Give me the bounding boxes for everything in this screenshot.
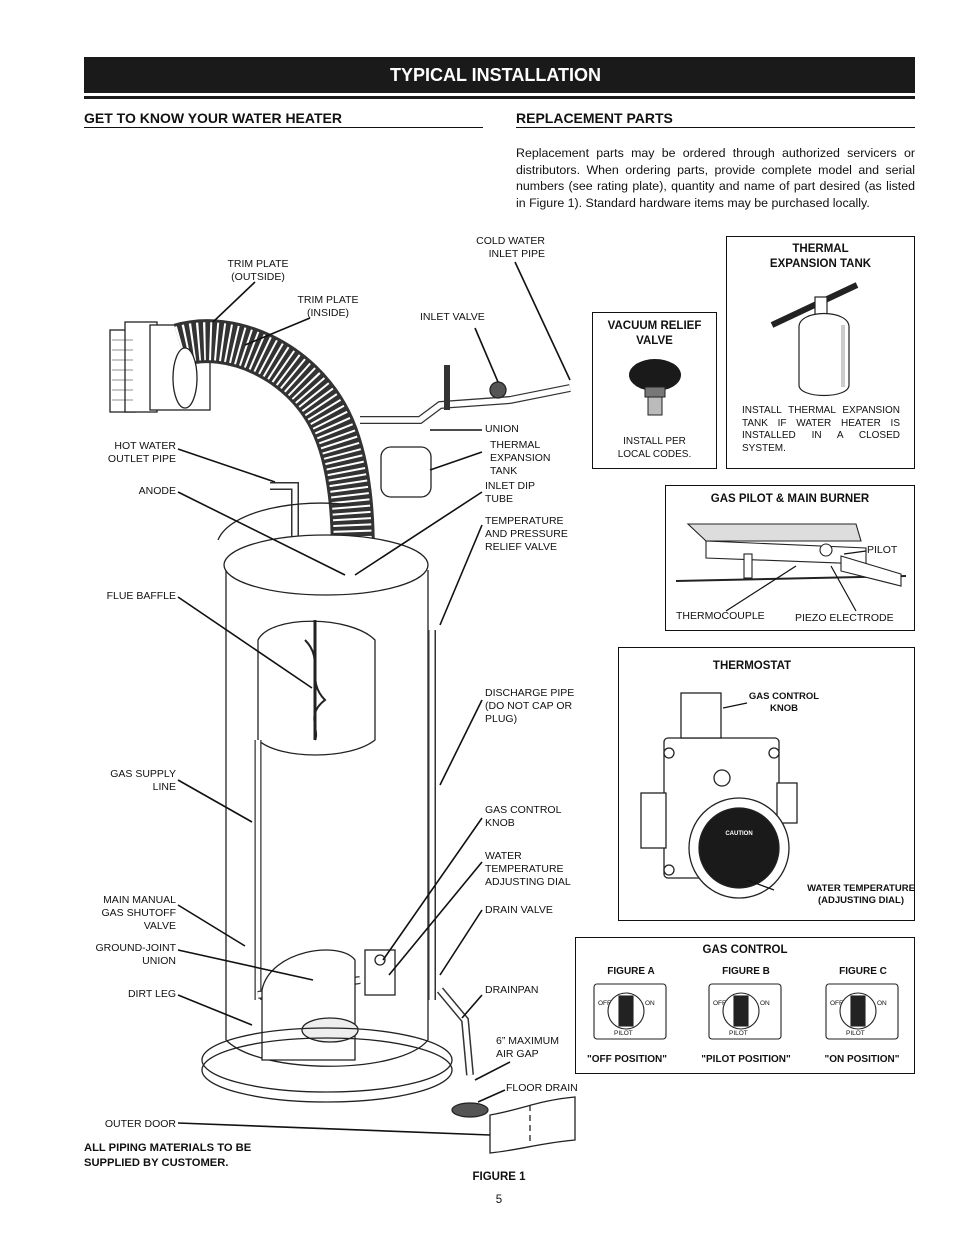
dial-a-off: OFF — [598, 1000, 611, 1007]
label-drain-valve: DRAIN VALVE — [485, 904, 553, 916]
figure-a-label: FIGURE A — [607, 966, 655, 977]
label-discharge: DISCHARGE PIPE (DO NOT CAP OR PLUG) — [485, 687, 575, 725]
label-union: UNION — [485, 423, 519, 435]
label-flue-baffle: FLUE BAFFLE — [106, 590, 176, 602]
page-title: TYPICAL INSTALLATION — [390, 65, 601, 85]
label-inlet-dip: INLET DIP TUBE — [485, 480, 535, 505]
figure-c-label: FIGURE C — [839, 966, 887, 977]
vacuum-relief-box: VACUUM RELIEF VALVE INSTALL PER LOCAL CO… — [592, 312, 717, 469]
label-inlet-valve: INLET VALVE — [420, 311, 485, 323]
vacuum-box-title: VACUUM RELIEF VALVE — [607, 320, 702, 347]
vacuum-valve-icon — [629, 359, 681, 416]
figure-b-caption: "PILOT POSITION" — [701, 1054, 791, 1065]
label-anode: ANODE — [138, 485, 176, 497]
dial-b-on: ON — [760, 1000, 770, 1007]
gas-control-dials — [593, 983, 899, 1040]
label-cold-water: COLD WATER INLET PIPE — [476, 235, 545, 260]
pilot-burner-box: GAS PILOT & MAIN BURNER PILOT THERMOCOUP… — [665, 485, 915, 631]
dial-c-off: OFF — [830, 1000, 843, 1007]
figure-a-caption: "OFF POSITION" — [586, 1054, 668, 1065]
label-thermal-tank: THERMAL EXPANSION TANK — [490, 439, 551, 477]
thermal-box-note: INSTALL THERMAL EXPANSION TANK IF WATER … — [742, 405, 900, 454]
page-number: 5 — [495, 1194, 503, 1206]
section-heading-right: REPLACEMENT PARTS — [516, 110, 915, 128]
vacuum-box-note: INSTALL PER LOCAL CODES. — [617, 436, 692, 460]
label-trim-inside: TRIM PLATE (INSIDE) — [297, 294, 359, 319]
thermal-tank-icon — [770, 282, 859, 396]
label-drainpan: DRAINPAN — [485, 984, 539, 996]
label-water-temp: WATER TEMPERATURE ADJUSTING DIAL — [485, 850, 571, 888]
dial-b-pilot: PILOT — [729, 1030, 748, 1037]
label-gas-supply: GAS SUPPLY LINE — [110, 768, 176, 793]
label-air-gap: 6” MAXIMUM AIR GAP — [496, 1035, 559, 1060]
label-main-manual: MAIN MANUAL GAS SHUTOFF VALVE — [101, 894, 176, 932]
dial-a-on: ON — [645, 1000, 655, 1007]
figure-b-label: FIGURE B — [722, 966, 770, 977]
gas-control-box: GAS CONTROL FIGURE A FIGURE B FIGURE C O… — [575, 937, 915, 1074]
burner-icon — [675, 523, 907, 612]
label-trim-outside: TRIM PLATE (OUTSIDE) — [227, 258, 289, 283]
dial-c-pilot: PILOT — [846, 1030, 865, 1037]
replacement-paragraph: Replacement parts may be ordered through… — [516, 146, 915, 210]
dial-c-on: ON — [877, 1000, 887, 1007]
label-dirt-leg: DIRT LEG — [127, 988, 176, 1000]
dial-b-off: OFF — [713, 1000, 726, 1007]
footnote: ALL PIPING MATERIALS TO BE SUPPLIED BY C… — [84, 1142, 252, 1169]
pilot-box-title: GAS PILOT & MAIN BURNER — [710, 493, 870, 505]
thermostat-icon — [640, 692, 798, 899]
thermostat-box: THERMOSTAT CAUTION GAS CONTROL KNOB WATE… — [618, 647, 915, 921]
thermostat-box-title: THERMOSTAT — [712, 660, 792, 672]
gas-control-title: GAS CONTROL — [702, 944, 788, 956]
label-ground-joint: GROUND-JOINT UNION — [95, 942, 177, 967]
label-thermocouple: THERMOCOUPLE — [676, 610, 765, 622]
figure-caption: FIGURE 1 — [472, 1171, 526, 1183]
label-pilot: PILOT — [867, 544, 898, 556]
figure-c-caption: "ON POSITION" — [824, 1054, 900, 1065]
label-thermostat-knob: GAS CONTROL KNOB — [748, 691, 820, 714]
thermal-expansion-box: THERMAL EXPANSION TANK INSTALL THERMAL E… — [726, 236, 915, 469]
caution-text: CAUTION — [725, 831, 753, 837]
label-piezo: PIEZO ELECTRODE — [795, 612, 894, 624]
thermal-box-title: THERMAL EXPANSION TANK — [769, 243, 872, 270]
label-tpr-valve: TEMPERATURE AND PRESSURE RELIEF VALVE — [485, 515, 568, 553]
section-heading-left: GET TO KNOW YOUR WATER HEATER — [84, 110, 483, 128]
label-hot-water: HOT WATER OUTLET PIPE — [107, 440, 176, 465]
title-banner: TYPICAL INSTALLATION — [84, 57, 915, 96]
label-thermostat-dial: WATER TEMPERATURE (ADJUSTING DIAL) — [807, 883, 915, 906]
label-outer-door: OUTER DOOR — [104, 1118, 176, 1130]
label-floor-drain: FLOOR DRAIN — [506, 1082, 578, 1094]
label-gas-knob: GAS CONTROL KNOB — [485, 804, 562, 829]
dial-a-pilot: PILOT — [614, 1030, 633, 1037]
